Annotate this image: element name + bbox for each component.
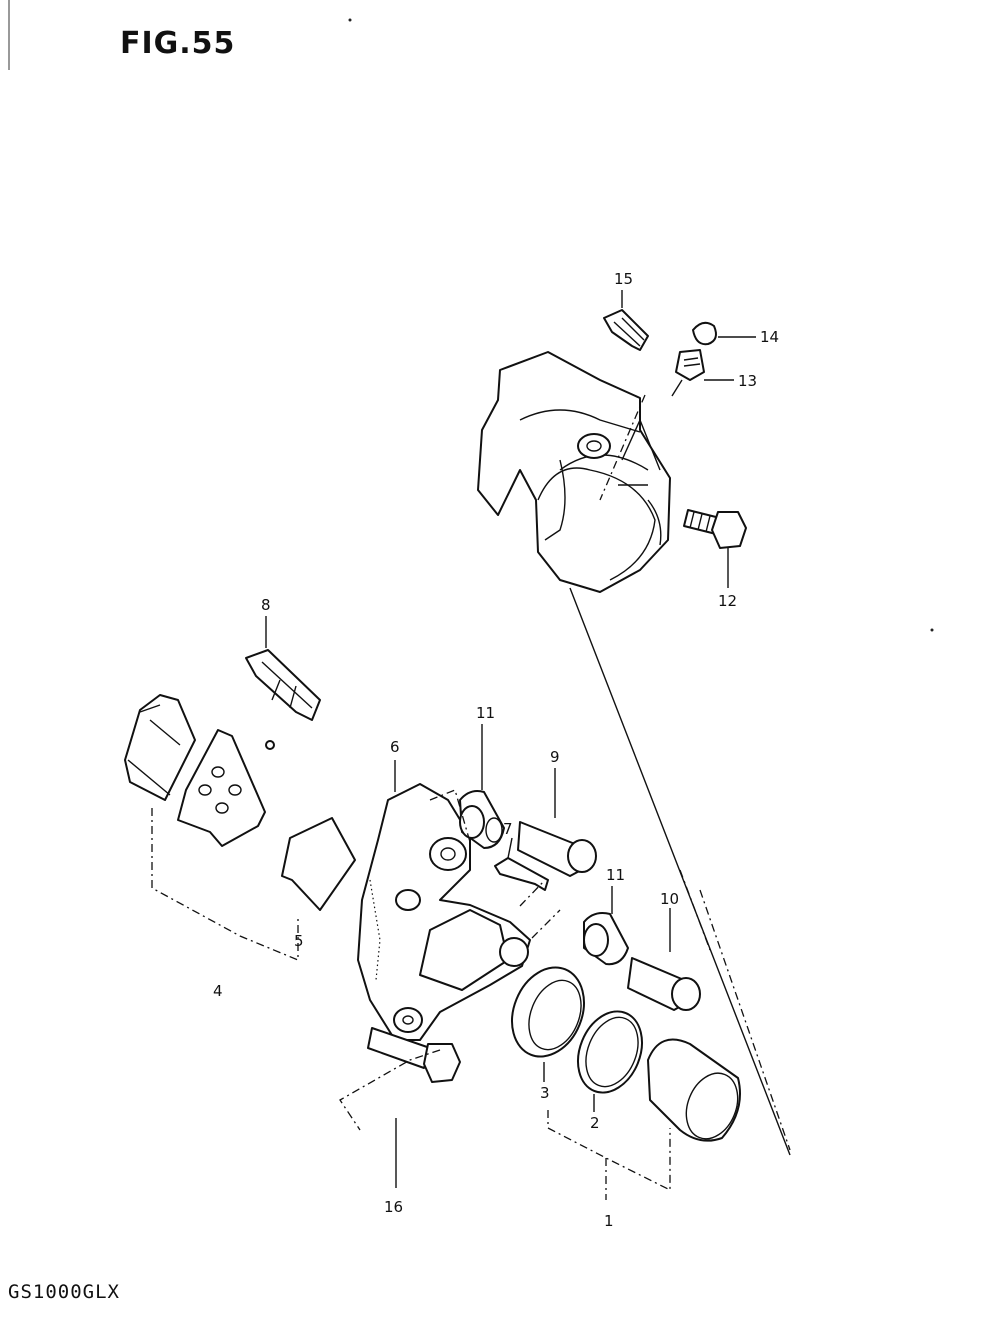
pad-spring-lower — [245, 616, 321, 721]
figure-title: FIG.55 — [120, 26, 236, 61]
boot-upper — [459, 724, 505, 849]
model-code: GS1000GLX — [8, 1281, 120, 1303]
callout-9: 9 — [550, 748, 560, 766]
callout-6: 6 — [390, 738, 400, 756]
leader-lines — [151, 394, 791, 1200]
callout-11-lower: 11 — [606, 866, 625, 884]
piston — [647, 1038, 741, 1142]
callout-8: 8 — [261, 596, 271, 614]
callout-1: 1 — [604, 1212, 614, 1230]
scan-edge-mark — [8, 0, 10, 70]
mounting-bolt-upper — [683, 509, 747, 588]
pad-pin — [494, 837, 549, 891]
callout-5: 5 — [294, 932, 304, 950]
dust-seal — [511, 966, 585, 1082]
callout-2: 2 — [590, 1114, 600, 1132]
caliper-assembly-upper — [477, 351, 671, 593]
scan-speck — [348, 18, 352, 22]
callout-7: 7 — [503, 820, 513, 838]
callout-16: 16 — [384, 1198, 403, 1216]
slide-pin-lower — [627, 908, 701, 1011]
scan-speck — [930, 628, 934, 632]
pad-spring-upper — [603, 290, 649, 351]
pad-shim — [281, 817, 356, 911]
callout-13: 13 — [738, 372, 757, 390]
mounting-bolt-lower — [367, 1027, 461, 1188]
boot-lower — [583, 886, 629, 966]
callout-14: 14 — [760, 328, 779, 346]
bleeder-cap — [692, 321, 756, 346]
callout-4: 4 — [213, 982, 223, 1000]
callout-3: 3 — [540, 1084, 550, 1102]
slide-pin-upper — [517, 768, 597, 877]
callout-10: 10 — [660, 890, 679, 908]
callout-11-upper: 11 — [476, 704, 495, 722]
callout-15: 15 — [614, 270, 633, 288]
brake-pad-set — [124, 694, 275, 847]
piston-seal — [577, 1010, 643, 1112]
caliper-bracket — [357, 760, 531, 1041]
bleeder-valve — [671, 349, 734, 397]
callout-12: 12 — [718, 592, 737, 610]
